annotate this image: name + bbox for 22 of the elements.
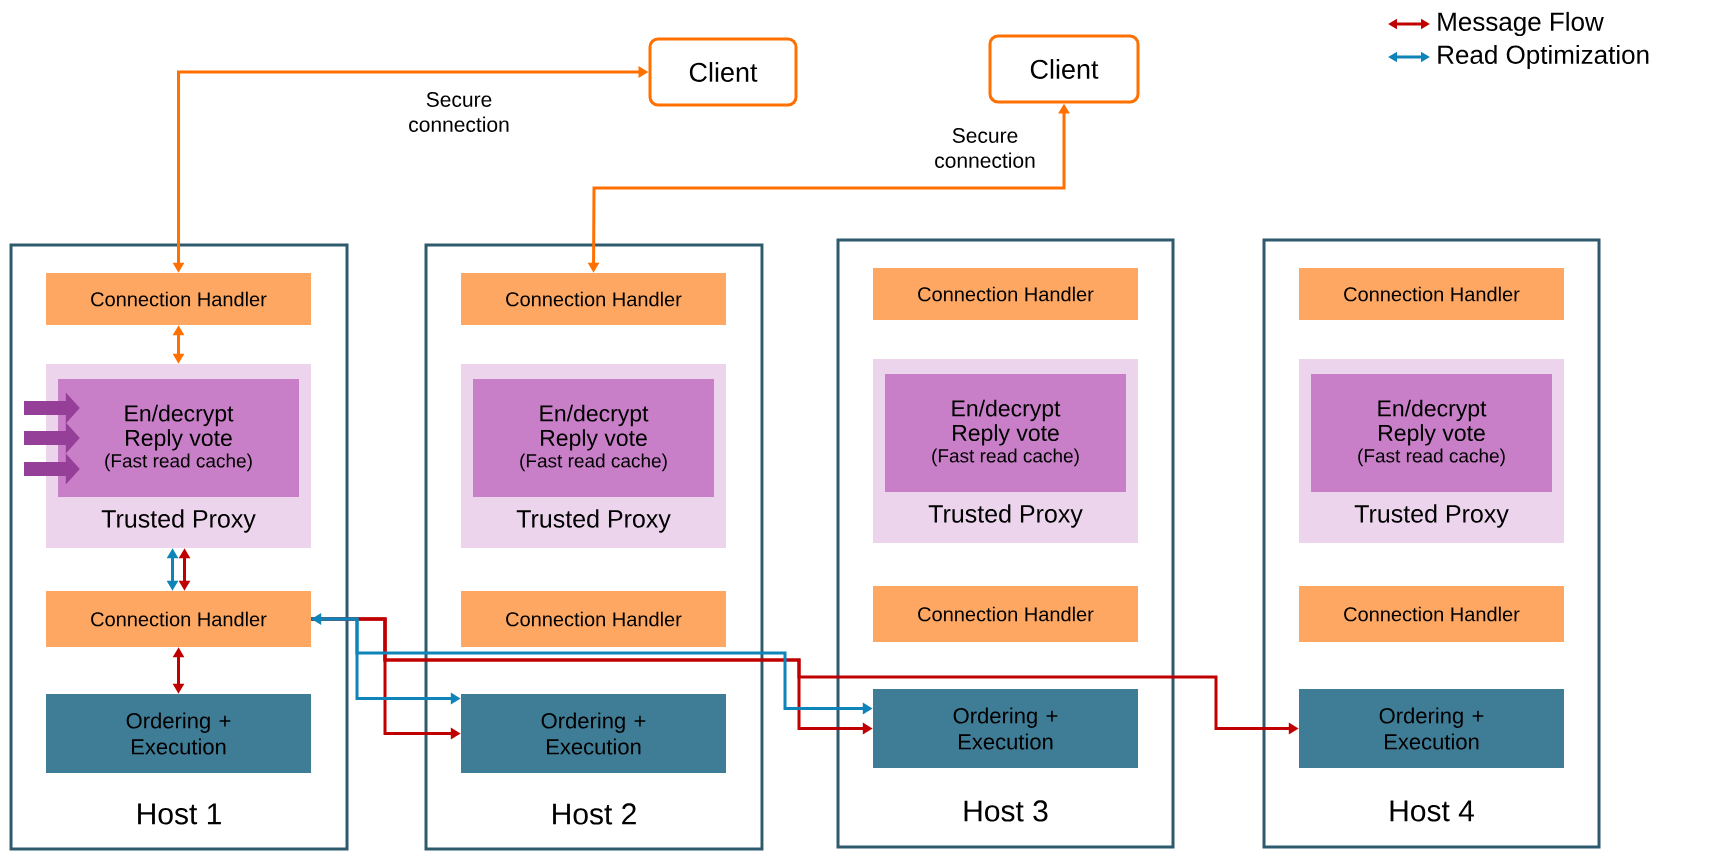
function-box: En/decrypt Reply vote (Fast read cache)	[473, 379, 714, 497]
edge-label: Secure connection	[927, 126, 1043, 170]
handler-box: Connection Handler	[461, 591, 726, 647]
client-box: Client	[648, 37, 798, 107]
edge-label: Secure connection	[401, 90, 517, 134]
execution-box: Ordering + Execution	[873, 689, 1138, 768]
handler-box: Connection Handler	[873, 268, 1138, 320]
function-box: En/decrypt Reply vote (Fast read cache)	[885, 374, 1126, 492]
handler-box: Connection Handler	[1299, 586, 1564, 642]
legend-label: Read Optimization	[1438, 44, 1649, 70]
execution-box: Ordering + Execution	[1299, 689, 1564, 768]
legend-label: Message Flow	[1438, 11, 1604, 37]
handler-box: Connection Handler	[873, 586, 1138, 642]
handler-box: Connection Handler	[461, 273, 726, 325]
handler-box: Connection Handler	[46, 591, 311, 647]
execution-box: Ordering + Execution	[46, 694, 311, 773]
function-box: En/decrypt Reply vote (Fast read cache)	[1311, 374, 1552, 492]
execution-box: Ordering + Execution	[461, 694, 726, 773]
handler-box: Connection Handler	[46, 273, 311, 325]
client-box: Client	[988, 34, 1140, 104]
handler-box: Connection Handler	[1299, 268, 1564, 320]
function-box: En/decrypt Reply vote (Fast read cache)	[58, 379, 299, 497]
